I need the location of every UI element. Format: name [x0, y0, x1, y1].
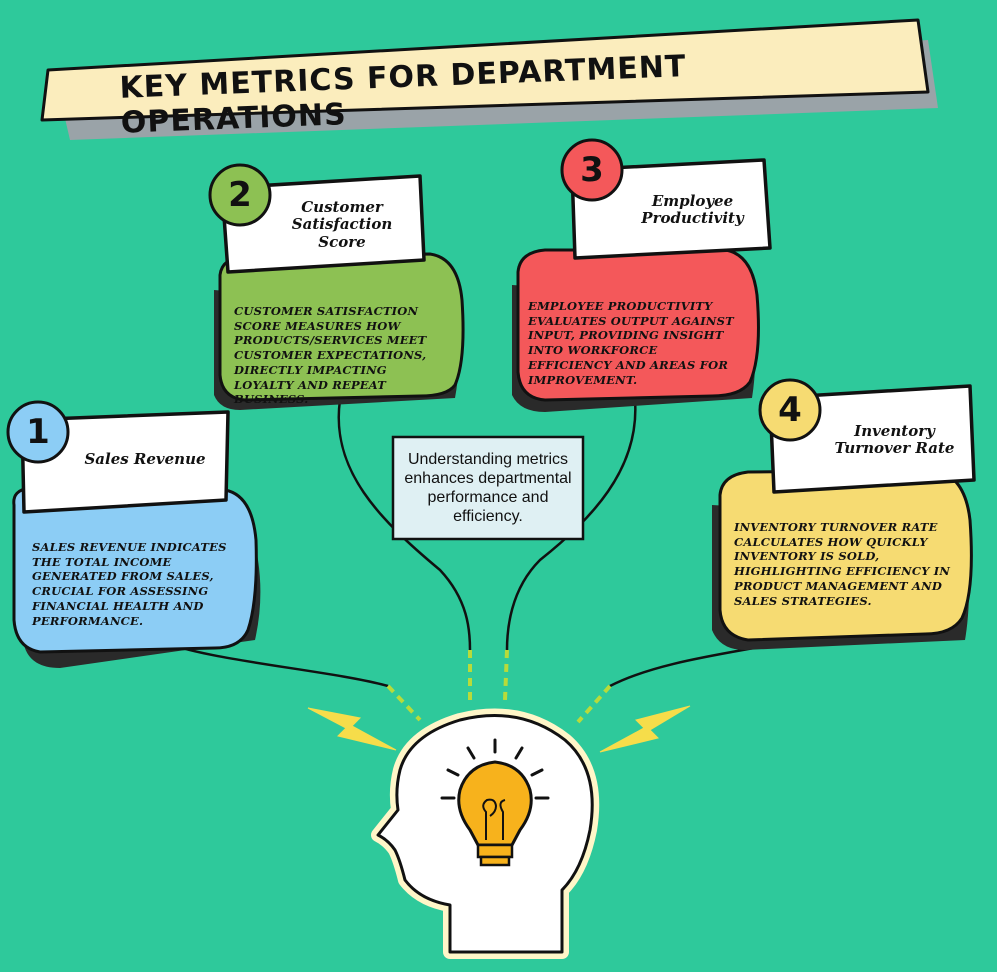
- metric-4-badge: [758, 378, 822, 442]
- center-note-box: [391, 435, 585, 541]
- metric-4-description: Inventory turnover rate calculates how q…: [734, 520, 951, 608]
- title-banner: [40, 18, 938, 140]
- metric-3-label: Employee Productivity: [641, 191, 744, 227]
- metric-3-body: [516, 248, 760, 402]
- metric-2-label-box: [220, 174, 426, 274]
- metric-3-description: Employee productivity evaluates output a…: [528, 299, 734, 387]
- metric-2-number: 2: [228, 175, 252, 215]
- metric-card-4: [712, 378, 976, 650]
- metric-1-badge: [6, 400, 70, 464]
- metric-1-label: Sales Revenue: [84, 450, 206, 469]
- metric-4-body: [718, 468, 973, 642]
- metric-3-badge: [560, 138, 624, 202]
- metric-4-number: 4: [778, 390, 802, 430]
- metric-card-2: [208, 163, 465, 410]
- metric-4-label: Inventory Turnover Rate: [834, 421, 955, 457]
- metric-2-badge: [208, 163, 272, 227]
- metric-3-label-box: [570, 158, 772, 260]
- lightning-bolt-icon: [307, 705, 691, 753]
- metric-2-label: Customer Satisfaction Score: [291, 198, 393, 251]
- metric-1-number: 1: [26, 412, 50, 452]
- metric-card-1: [6, 400, 261, 668]
- metric-card-3: [512, 138, 772, 412]
- metric-1-label-box: [20, 410, 230, 514]
- center-note: Understanding metrics enhances departmen…: [404, 450, 572, 526]
- signal-dashes: [386, 649, 612, 724]
- metric-1-description: Sales revenue indicates the total income…: [32, 540, 227, 628]
- metric-3-number: 3: [580, 150, 604, 190]
- lightbulb-icon: [440, 738, 550, 867]
- metric-2-description: Customer satisfaction score measures how…: [234, 304, 427, 407]
